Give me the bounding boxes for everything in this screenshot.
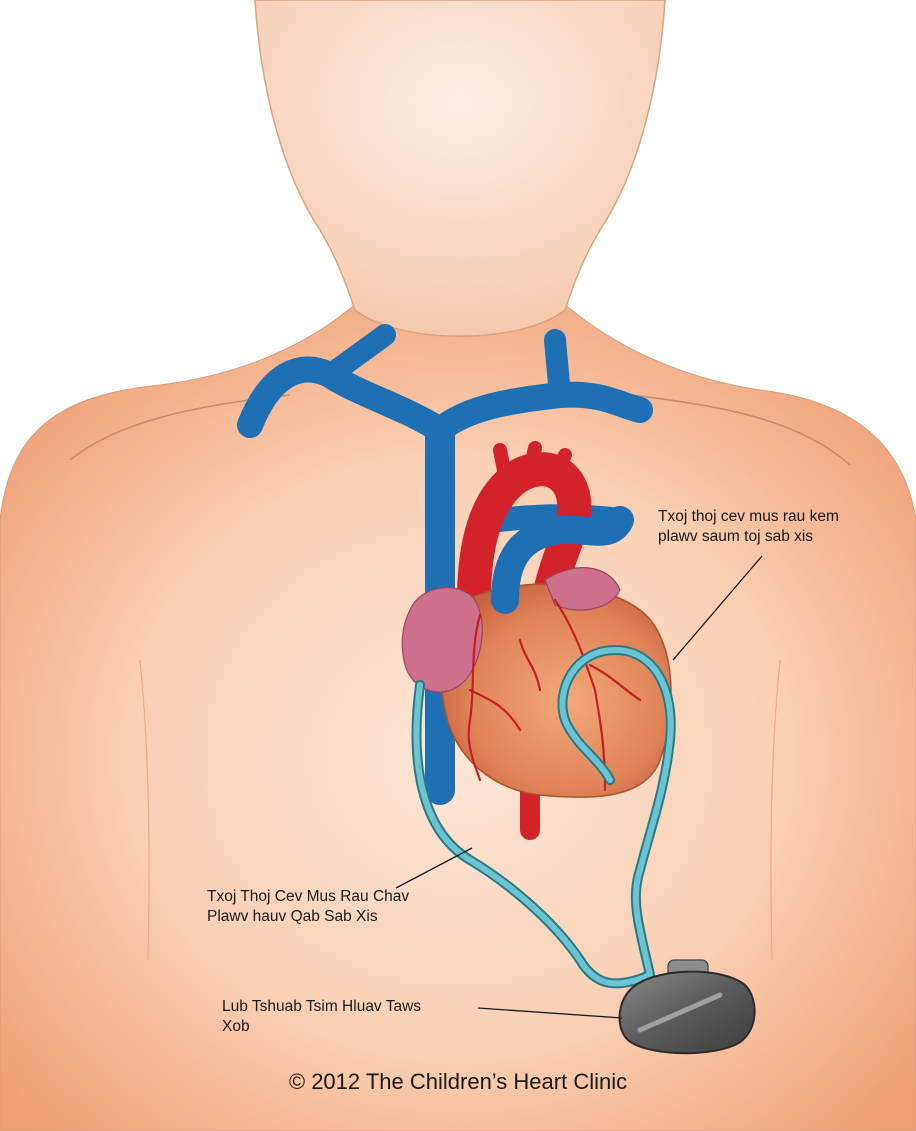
pulse-generator-label: Lub Tshuab Tsim Hluav Taws Xob [222, 997, 421, 1037]
epicardial-lead-label: Txoj thoj cev mus rau kem plawv saum toj… [658, 507, 839, 547]
transvenous-lead-label: Txoj Thoj Cev Mus Rau Chav Plawv hauv Qa… [207, 887, 409, 927]
copyright-notice: © 2012 The Children’s Heart Clinic [0, 1069, 916, 1095]
neck [255, 0, 665, 336]
